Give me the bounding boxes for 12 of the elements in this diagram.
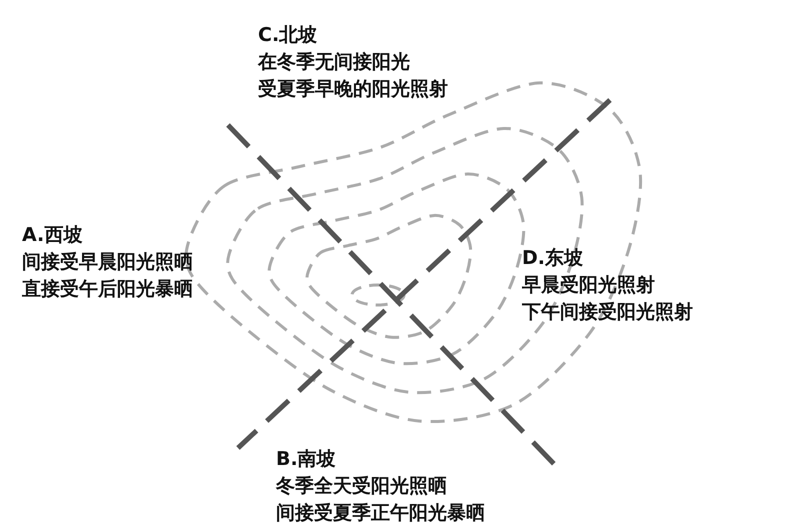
slope-note: 直接受午后阳光暴晒 xyxy=(22,277,193,302)
slope-heading: B.南坡 xyxy=(276,447,336,472)
slope-note: 冬季全天受阳光照晒 xyxy=(276,474,447,499)
slope-note: 间接受早晨阳光照晒 xyxy=(22,250,193,275)
slope-note: 受夏季早晚的阳光照射 xyxy=(258,77,448,102)
slope-note: 在冬季无间接阳光 xyxy=(258,50,410,75)
slope-note: 间接受夏季正午阳光暴晒 xyxy=(276,501,485,526)
slope-note: 早晨受阳光照射 xyxy=(522,273,655,298)
slope-heading: C.北坡 xyxy=(258,23,318,48)
slope-note: 下午间接受阳光照射 xyxy=(522,300,693,325)
slope-heading: D.东坡 xyxy=(522,246,583,271)
slope-heading: A.西坡 xyxy=(22,223,82,248)
